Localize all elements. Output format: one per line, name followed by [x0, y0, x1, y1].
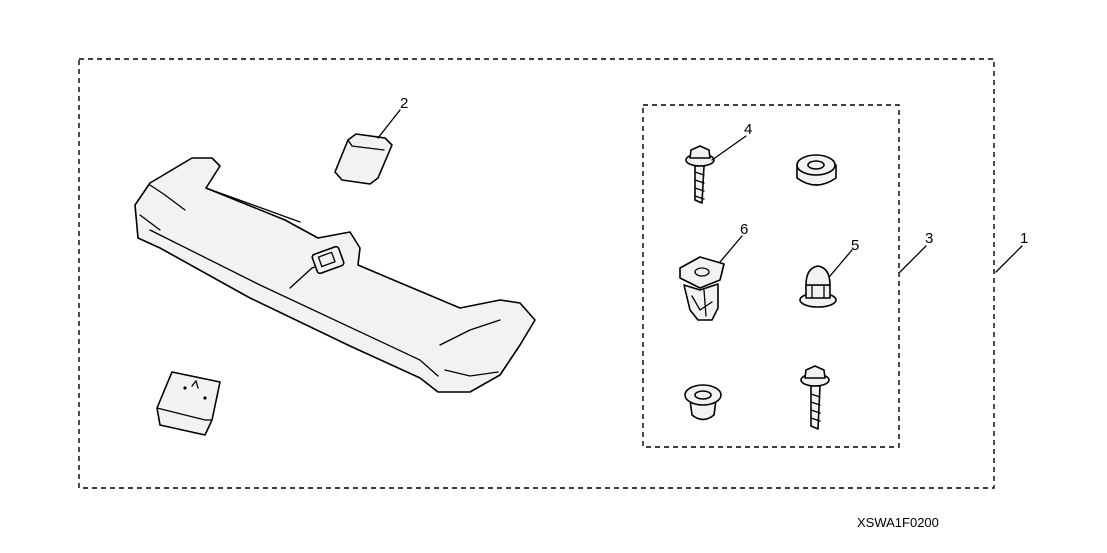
callout-5: 5 — [851, 237, 859, 254]
leader-line-1 — [995, 245, 1023, 273]
cap-nut-part — [799, 265, 837, 308]
callout-2: 2 — [400, 95, 408, 112]
leader-line-6 — [719, 235, 743, 263]
leader-line-5 — [829, 249, 853, 277]
pad-part — [156, 371, 221, 436]
leader-line-3 — [899, 245, 927, 273]
callout-4: 4 — [744, 121, 752, 138]
kit-outline-box — [78, 58, 995, 489]
hardware-kit-box — [642, 104, 900, 448]
diagram-code: XSWA1F0200 — [857, 515, 939, 530]
leader-line-4 — [711, 135, 747, 161]
callout-6: 6 — [740, 221, 748, 238]
grommet-part-bottom — [684, 384, 722, 421]
spoiler-part — [134, 157, 536, 393]
callout-3: 3 — [925, 230, 933, 247]
callout-1: 1 — [1020, 230, 1028, 247]
bolt-part-bottom — [800, 365, 830, 430]
clip-nut-part — [679, 256, 725, 321]
bolt-part-top — [685, 145, 715, 204]
grommet-part-top — [796, 154, 837, 186]
leader-line-2 — [377, 109, 401, 139]
cover-part — [334, 133, 393, 185]
